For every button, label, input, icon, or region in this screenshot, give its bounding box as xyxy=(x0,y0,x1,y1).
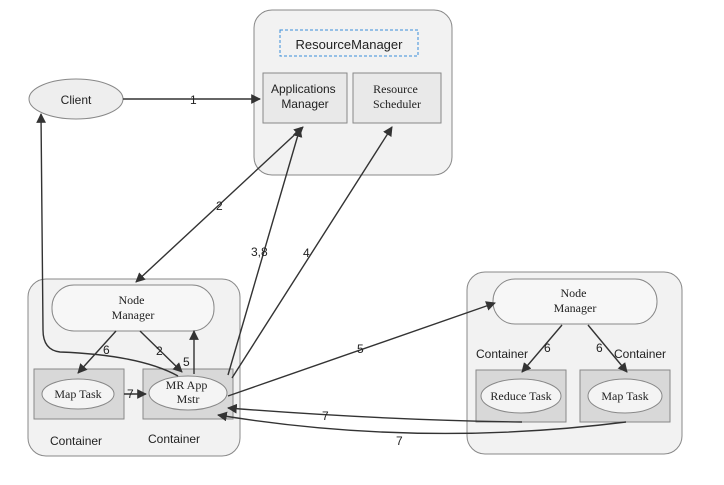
applications-manager-label: Applications Manager xyxy=(271,82,339,111)
arrow-5-right xyxy=(227,301,496,397)
arrow-5-left-label: 5 xyxy=(183,355,190,369)
reduce-container-label: Container xyxy=(476,347,528,361)
arrow-client-to-mr xyxy=(36,113,179,377)
right-map-task xyxy=(587,378,663,414)
reduce-task xyxy=(480,378,562,414)
arrow-6-left-label: 6 xyxy=(103,343,110,357)
mr-container-label: Container xyxy=(148,432,200,446)
applications-manager-box xyxy=(262,72,348,124)
resource-scheduler-label: Resource Scheduler xyxy=(373,82,421,111)
arrow-5-right-label: 5 xyxy=(357,342,364,356)
arrow-6-map-label: 6 xyxy=(596,341,603,355)
arrow-7-bottom xyxy=(217,411,627,435)
arrow-4 xyxy=(231,126,393,379)
resource-manager-title: ResourceManager xyxy=(296,37,404,52)
left-node-manager-label: Node Manager xyxy=(112,293,155,322)
arrow-2-rm-label: 2 xyxy=(216,199,223,213)
client-label: Client xyxy=(61,93,92,107)
arrow-2-left xyxy=(139,330,183,373)
right-node-manager-label: Node Manager xyxy=(554,286,597,315)
arrow-6-reduce xyxy=(521,324,563,373)
arrow-3-8-label: 3,8 xyxy=(251,245,268,259)
arrow-6-map xyxy=(587,324,628,373)
arrow-6-reduce-label: 6 xyxy=(544,341,551,355)
arrow-7-top xyxy=(227,403,523,423)
arrow-7-bottom-label: 7 xyxy=(396,434,403,448)
arrow-7-top-label: 7 xyxy=(322,409,329,423)
left-map-task-label: Map Task xyxy=(54,387,101,401)
mr-app-master xyxy=(148,375,228,411)
right-map-task-label: Map Task xyxy=(601,389,648,403)
resource-scheduler-box xyxy=(352,72,442,124)
map-container-label: Container xyxy=(614,347,666,361)
left-node-manager-box xyxy=(51,284,215,332)
arrow-6-left xyxy=(77,330,117,374)
arrow-2-left-label: 2 xyxy=(156,344,163,358)
arrow-2-rm-to-node xyxy=(135,126,304,283)
arrow-1-label: 1 xyxy=(190,93,197,107)
resource-manager-title-frame xyxy=(279,29,419,57)
left-map-task xyxy=(41,378,115,410)
arrow-7-left-label: 7 xyxy=(127,387,134,401)
arrow-3-8 xyxy=(227,127,303,376)
mr-app-master-label: MR App Mstr xyxy=(166,378,211,406)
reduce-task-label: Reduce Task xyxy=(490,389,551,403)
arrow-4-label: 4 xyxy=(303,246,310,260)
left-container-label: Container xyxy=(50,434,102,448)
